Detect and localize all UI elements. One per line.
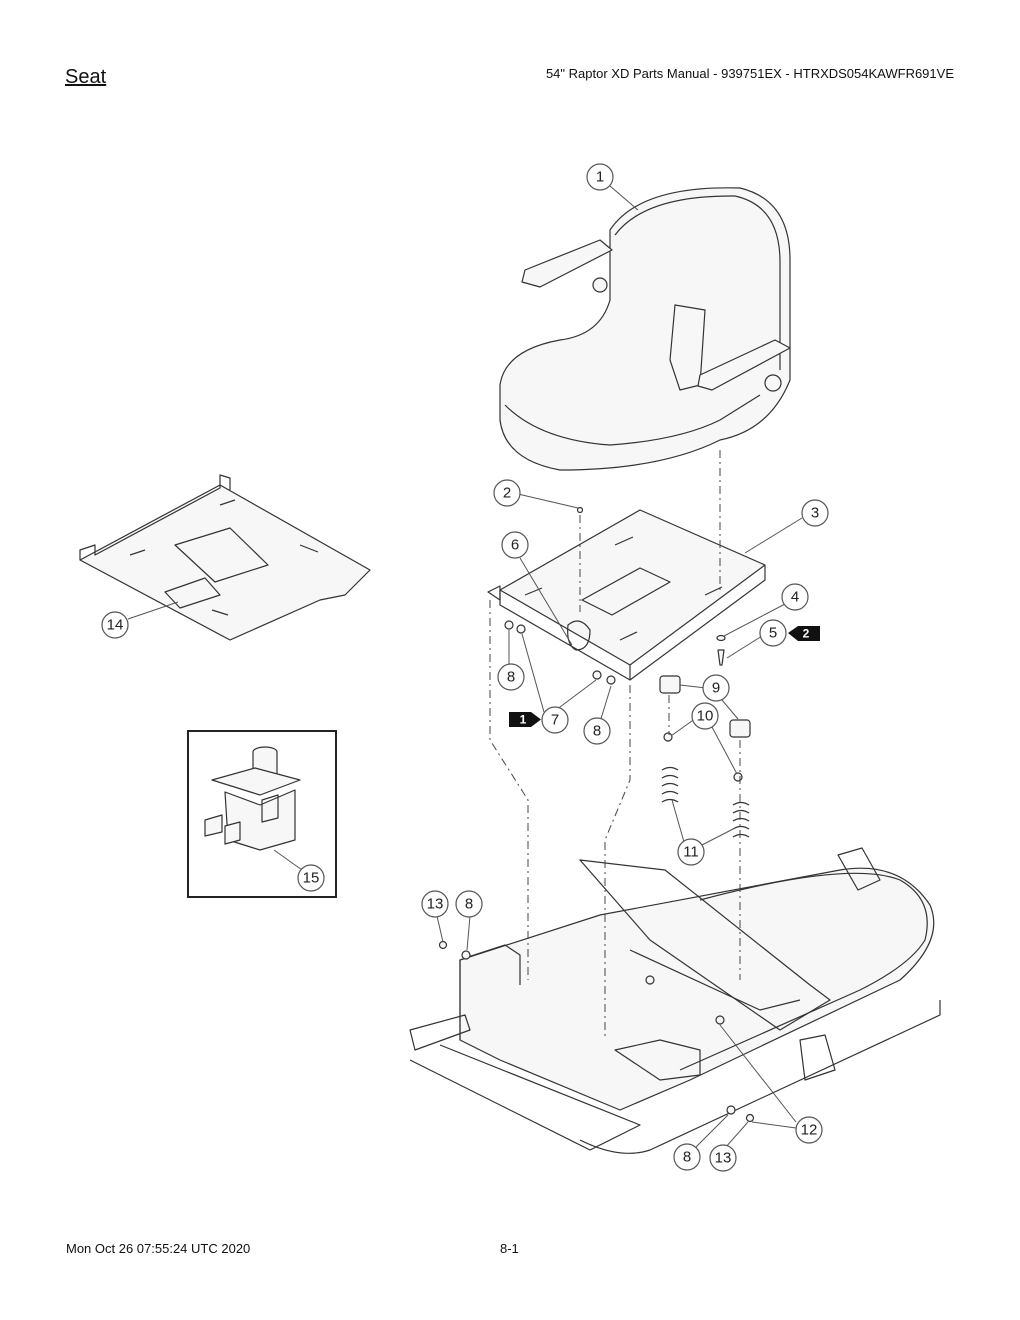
svg-text:11: 11 <box>683 844 699 861</box>
svg-text:1: 1 <box>596 169 604 186</box>
svg-text:2: 2 <box>803 627 810 641</box>
page-title: Seat <box>65 66 107 88</box>
callout-8-left: 8 <box>455 890 483 918</box>
safety-switch-drawing <box>204 746 301 851</box>
reference-tag-2: 2 <box>788 626 820 641</box>
callout-2: 2 <box>493 479 521 507</box>
reference-tag-1: 1 <box>509 712 541 727</box>
frame-drawing <box>409 847 941 1154</box>
svg-text:9: 9 <box>712 680 720 697</box>
svg-text:8: 8 <box>465 896 473 913</box>
callout-5: 5 <box>759 619 787 647</box>
svg-text:2: 2 <box>503 485 511 502</box>
callout-6: 6 <box>501 531 529 559</box>
svg-text:10: 10 <box>697 708 714 725</box>
callout-12: 12 <box>795 1116 823 1144</box>
svg-text:5: 5 <box>769 625 777 642</box>
svg-text:3: 3 <box>811 505 819 522</box>
hardware-drawing <box>504 506 751 838</box>
svg-text:13: 13 <box>715 1150 732 1167</box>
svg-text:14: 14 <box>107 617 124 634</box>
callout-8-upper-right: 8 <box>583 717 611 745</box>
svg-text:7: 7 <box>551 712 559 729</box>
svg-text:6: 6 <box>511 537 519 554</box>
footer-timestamp: Mon Oct 26 07:55:24 UTC 2020 <box>66 1241 251 1256</box>
callout-15: 15 <box>297 864 325 892</box>
svg-text:12: 12 <box>801 1122 818 1139</box>
svg-text:8: 8 <box>683 1149 691 1166</box>
callout-14: 14 <box>101 611 129 639</box>
callout-3: 3 <box>801 499 829 527</box>
callout-8-upper-left: 8 <box>497 663 525 691</box>
callout-1: 1 <box>586 163 614 191</box>
svg-text:4: 4 <box>791 589 799 606</box>
svg-text:8: 8 <box>593 723 601 740</box>
leader-lines <box>127 185 803 1149</box>
callout-11: 11 <box>677 838 705 866</box>
alignment-lines <box>489 450 741 1040</box>
callout-8-bottom: 8 <box>673 1143 701 1171</box>
svg-text:8: 8 <box>507 669 515 686</box>
page-number: 8-1 <box>500 1241 519 1256</box>
seat-drawing <box>499 187 791 471</box>
svg-text:1: 1 <box>520 713 527 727</box>
callout-13-left: 13 <box>421 890 449 918</box>
manual-title: 54" Raptor XD Parts Manual - 939751EX - … <box>545 66 954 81</box>
callout-9: 9 <box>702 674 730 702</box>
svg-text:13: 13 <box>427 896 444 913</box>
callout-13-bottom: 13 <box>709 1144 737 1172</box>
callout-4: 4 <box>781 583 809 611</box>
svg-text:15: 15 <box>303 870 320 887</box>
seat-plate-drawing <box>487 509 766 681</box>
callout-10: 10 <box>691 702 719 730</box>
callout-7: 7 <box>541 706 569 734</box>
